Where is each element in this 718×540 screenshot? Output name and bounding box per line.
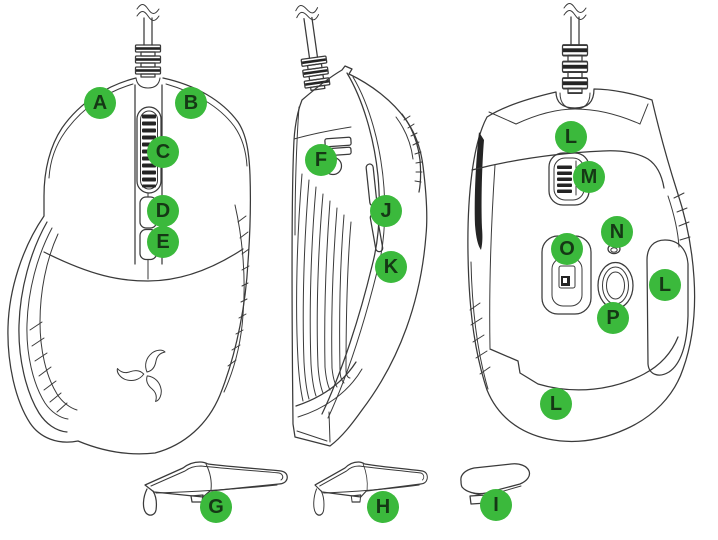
callout-l-top: L bbox=[555, 121, 587, 153]
thumb-ridges bbox=[296, 173, 352, 402]
callout-o: O bbox=[551, 233, 583, 265]
side-trigger-top bbox=[324, 136, 352, 148]
callout-c: C bbox=[147, 136, 179, 168]
side-wall-sliver bbox=[474, 132, 484, 250]
bottom-foot-edge bbox=[489, 336, 679, 391]
side-view-mouse bbox=[291, 4, 428, 447]
callout-f: F bbox=[305, 144, 337, 176]
scroll-wheel-side bbox=[395, 113, 423, 193]
callout-a: A bbox=[84, 87, 116, 119]
callout-e: E bbox=[147, 226, 179, 258]
callout-g: G bbox=[200, 491, 232, 523]
callout-b: B bbox=[175, 87, 207, 119]
callout-p: P bbox=[597, 302, 629, 334]
front-seam bbox=[43, 248, 244, 282]
callout-k: K bbox=[375, 251, 407, 283]
thumb-wing bbox=[18, 221, 78, 433]
callout-l-bottom: L bbox=[540, 388, 572, 420]
callout-h: H bbox=[367, 491, 399, 523]
callout-i: I bbox=[480, 489, 512, 521]
top-view-mouse bbox=[7, 4, 252, 455]
right-foot bbox=[646, 239, 689, 376]
razer-logo-icon bbox=[115, 349, 168, 403]
right-grip-texture bbox=[223, 204, 250, 393]
callout-d: D bbox=[147, 195, 179, 227]
mouse-body-outline bbox=[7, 77, 252, 455]
cable-top-view bbox=[134, 4, 162, 78]
cable-side-view bbox=[295, 4, 331, 92]
cable-notch bbox=[135, 77, 161, 89]
plate-divider bbox=[471, 150, 665, 189]
mouse-profile-outline bbox=[291, 65, 428, 447]
callout-m: M bbox=[573, 161, 605, 193]
callout-j: J bbox=[370, 195, 402, 227]
mouse-base-outline bbox=[467, 88, 696, 443]
bottom-view-mouse bbox=[467, 3, 696, 443]
cable-bottom-view bbox=[561, 3, 589, 94]
callout-l-right: L bbox=[649, 269, 681, 301]
callout-n: N bbox=[601, 216, 633, 248]
